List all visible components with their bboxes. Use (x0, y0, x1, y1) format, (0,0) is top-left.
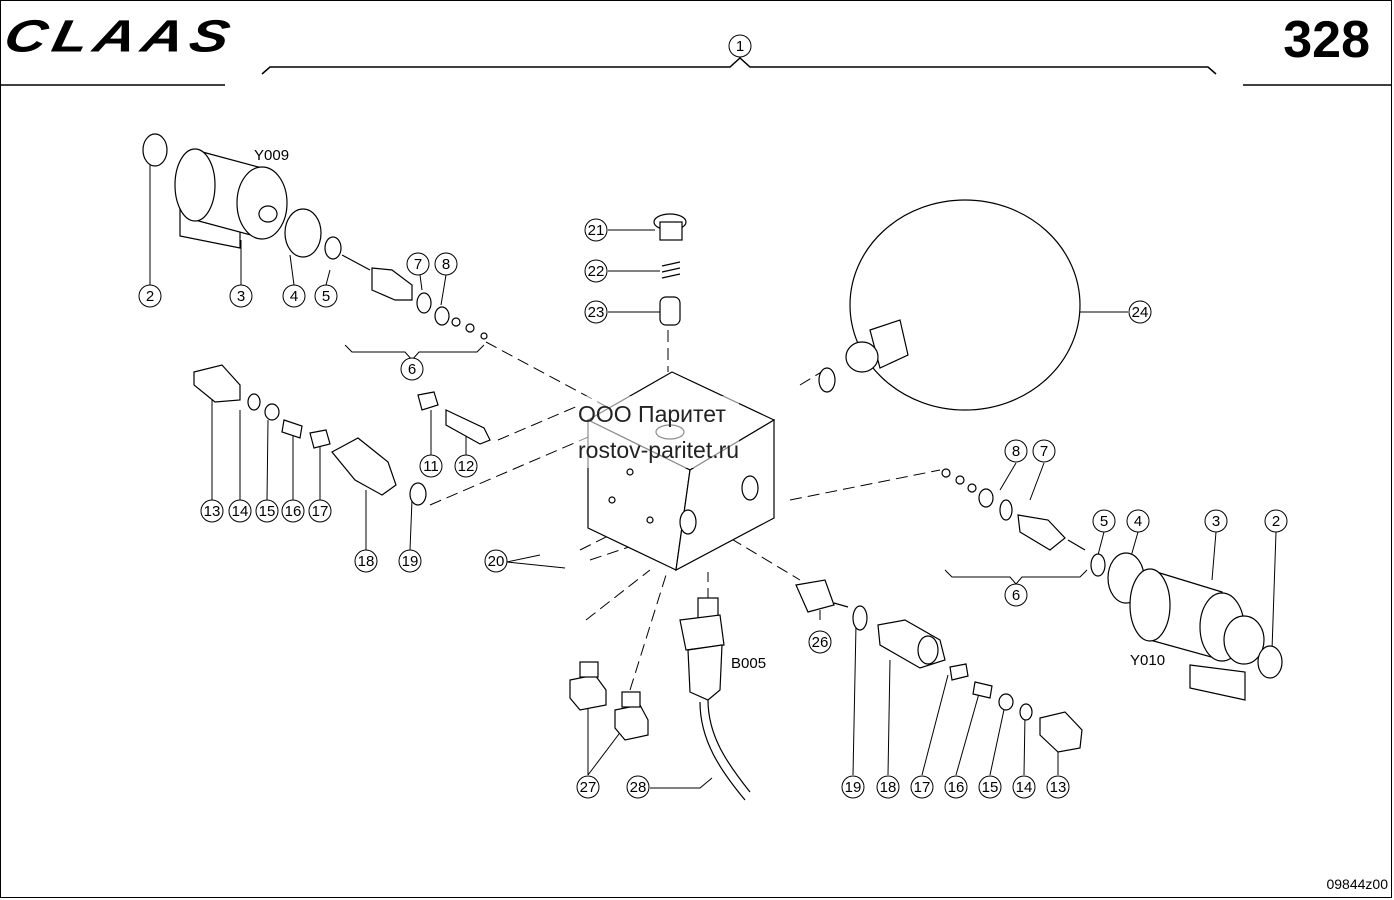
callout: 22 (588, 263, 605, 280)
callout: 13 (1050, 779, 1067, 796)
callout: 15 (259, 503, 276, 520)
watermark-url: rostov-paritet.ru (578, 437, 740, 463)
callout: 21 (588, 222, 605, 239)
pressure-valve-right (795, 579, 1083, 753)
sensor-b005-label: B005 (731, 655, 766, 672)
spool-valve-left (341, 254, 488, 340)
callout: 7 (414, 256, 422, 273)
solenoid-y009 (142, 133, 342, 260)
solenoid-y009-label: Y009 (254, 147, 289, 164)
solenoid-y010-label: Y010 (1130, 652, 1165, 669)
callout: 14 (1016, 779, 1033, 796)
callout: 16 (285, 503, 302, 520)
callout: 19 (402, 553, 419, 570)
callout: 2 (146, 288, 154, 305)
watermark-company: ООО Паритет (578, 401, 726, 427)
callout-numbers: 1 2 3 4 5 7 8 6 11 12 13 14 15 16 17 18 … (146, 38, 1280, 796)
header-rules (0, 56, 1392, 86)
callout: 11 (423, 458, 439, 475)
callout: 28 (630, 779, 647, 796)
fittings-and-sensor (569, 597, 751, 801)
callout: 2 (1272, 513, 1280, 530)
callout: 1 (736, 38, 744, 55)
drawing-code: 09844z00 (1326, 876, 1388, 892)
callout: 5 (1100, 513, 1108, 530)
callout: 16 (948, 779, 965, 796)
page-number: 328 (1283, 11, 1370, 69)
callout: 6 (1012, 587, 1020, 604)
callout: 5 (322, 288, 330, 305)
pressure-valve-left (193, 364, 491, 506)
callout: 27 (580, 779, 597, 796)
callout: 7 (1040, 443, 1048, 460)
callout: 8 (442, 256, 450, 273)
callout: 3 (1212, 513, 1220, 530)
callout: 18 (880, 779, 897, 796)
callout: 18 (358, 553, 375, 570)
callout: 3 (237, 288, 245, 305)
callout: 23 (588, 304, 605, 321)
callout: 17 (312, 503, 329, 520)
callout: 6 (408, 361, 416, 378)
component-labels: Y009 Y010 B005 (254, 147, 1165, 672)
watermark: ООО Паритет rostov-paritet.ru (578, 396, 740, 468)
callout-circles (138, 34, 1288, 799)
callout: 12 (458, 458, 475, 475)
callout: 13 (204, 503, 221, 520)
plug-spring-piston (653, 213, 687, 326)
callout: 15 (982, 779, 999, 796)
leader-lines (149, 165, 1277, 789)
callout: 24 (1132, 304, 1149, 321)
solenoid-y010 (941, 468, 1283, 701)
callout: 20 (488, 553, 505, 570)
callout: 14 (232, 503, 249, 520)
callout: 19 (845, 779, 862, 796)
callout: 8 (1012, 443, 1020, 460)
callout: 4 (290, 288, 298, 305)
callout: 4 (1134, 513, 1142, 530)
callout: 26 (812, 634, 829, 651)
callout: 17 (914, 779, 931, 796)
accumulator (818, 199, 1081, 411)
